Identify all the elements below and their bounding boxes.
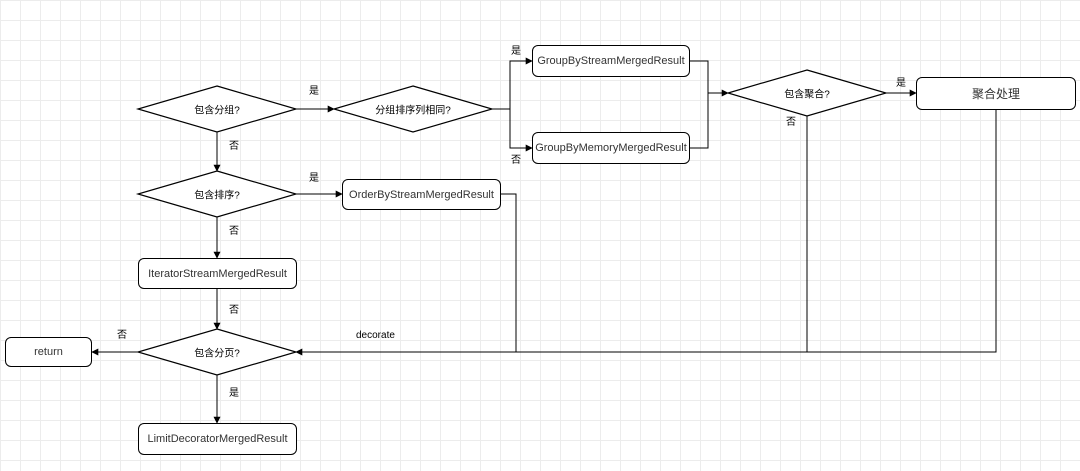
edge-sort-same-no <box>509 109 533 152</box>
decision-has-pagination: 包含分页? <box>194 348 240 360</box>
edge-label-group-yes: 是 <box>309 86 319 97</box>
node-order-by-stream: OrderByStreamMergedResult <box>342 179 501 210</box>
edge-label-decorate: decorate <box>356 330 395 341</box>
edge-sort-same-yes <box>492 57 533 110</box>
edge-label-aggregation-no: 否 <box>786 117 796 128</box>
edge-label-sort-same-yes: 是 <box>511 46 521 57</box>
node-aggregation: 聚合处理 <box>916 77 1076 110</box>
node-return: return <box>5 337 92 367</box>
edge-group-memory-out <box>690 93 709 149</box>
edge-label-order-yes: 是 <box>309 173 319 184</box>
decision-group-sort-same: 分组排序列相同? <box>375 105 451 117</box>
node-group-by-stream: GroupByStreamMergedResult <box>532 45 690 77</box>
edge-aggregation-result <box>295 110 997 356</box>
edge-label-pagination-yes: 是 <box>229 388 239 399</box>
edge-order-stream-out <box>501 193 517 352</box>
edge-label-sort-same-no: 否 <box>511 155 521 166</box>
edge-group-stream-out <box>690 60 729 97</box>
decision-has-order: 包含排序? <box>194 190 240 202</box>
edge-label-group-no: 否 <box>229 141 239 152</box>
edge-label-order-no: 否 <box>229 226 239 237</box>
decision-group-sort-same-shape <box>331 85 495 133</box>
edge-label-aggregation-yes: 是 <box>896 78 906 89</box>
decision-has-aggregation: 包含聚合? <box>784 89 830 101</box>
edge-label-iterator-no: 否 <box>229 305 239 316</box>
edge-label-pagination-no: 否 <box>117 330 127 341</box>
node-limit-decorator: LimitDecoratorMergedResult <box>138 423 297 455</box>
node-iterator-stream: IteratorStreamMergedResult <box>138 258 297 289</box>
node-group-by-memory: GroupByMemoryMergedResult <box>532 132 690 164</box>
decision-has-group: 包含分组? <box>194 105 240 117</box>
